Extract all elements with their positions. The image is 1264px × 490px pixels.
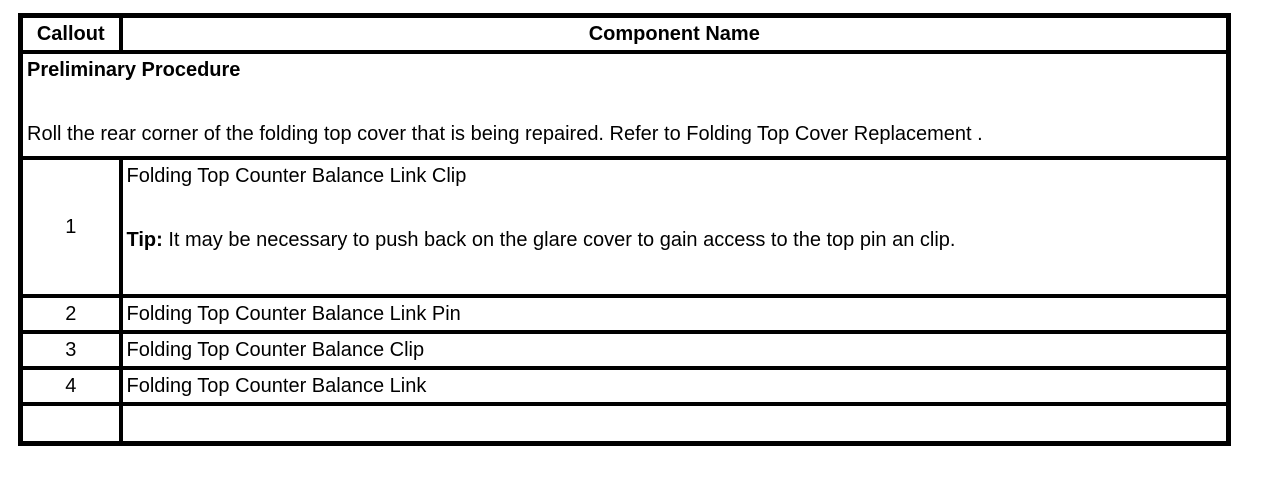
preliminary-procedure-row: Preliminary Procedure Roll the rear corn… — [18, 50, 1231, 160]
component-name-cell — [118, 402, 1231, 445]
preliminary-procedure-title: Preliminary Procedure — [27, 59, 241, 81]
component-table-container: Callout Component Name Preliminary Proce… — [18, 13, 1231, 446]
tip-label: Tip: — [126, 229, 163, 251]
tip-text: It may be necessary to push back on the … — [162, 229, 956, 251]
table-row: 2 Folding Top Counter Balance Link Pin — [18, 294, 1231, 334]
component-name-cell: Folding Top Counter Balance Link Pin — [118, 294, 1231, 334]
blank-line — [127, 192, 1223, 224]
callout-number: 2 — [18, 294, 123, 334]
table-row-empty — [18, 402, 1231, 445]
table-header-row: Callout Component Name — [18, 13, 1231, 54]
component-name-cell: Folding Top Counter Balance Clip — [118, 330, 1231, 370]
callout-column-header: Callout — [18, 13, 123, 54]
blank-line — [27, 86, 1222, 118]
callout-number — [18, 402, 123, 445]
callout-number: 3 — [18, 330, 123, 370]
table-row: 4 Folding Top Counter Balance Link — [18, 366, 1231, 406]
component-name-cell: Folding Top Counter Balance Link Clip Ti… — [118, 156, 1231, 298]
table-row: 1 Folding Top Counter Balance Link Clip … — [18, 156, 1231, 298]
preliminary-procedure-cell: Preliminary Procedure Roll the rear corn… — [18, 50, 1231, 160]
table-row: 3 Folding Top Counter Balance Clip — [18, 330, 1231, 370]
component-name-column-header: Component Name — [118, 13, 1231, 54]
callout-number: 4 — [18, 366, 123, 406]
component-table: Callout Component Name Preliminary Proce… — [18, 13, 1231, 446]
tip-line: Tip: It may be necessary to push back on… — [127, 224, 1223, 256]
component-name-cell: Folding Top Counter Balance Link — [118, 366, 1231, 406]
preliminary-procedure-text: Roll the rear corner of the folding top … — [27, 123, 983, 145]
callout-number: 1 — [18, 156, 123, 298]
component-name-text: Folding Top Counter Balance Link Clip — [126, 165, 467, 187]
